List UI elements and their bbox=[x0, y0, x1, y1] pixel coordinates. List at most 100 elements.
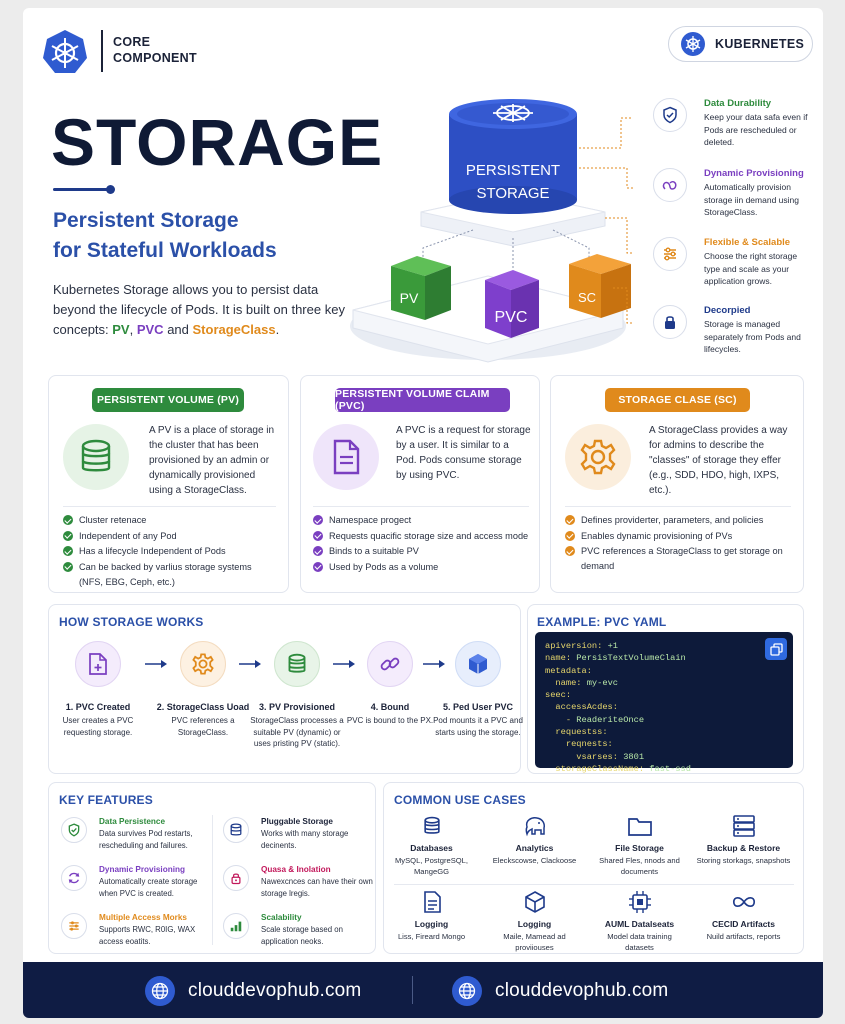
key-feature-desc: Scale storage based on application neoks… bbox=[261, 925, 343, 946]
key-features-panel: KEY FEATURES Data Persistence Data survi… bbox=[48, 782, 376, 954]
footer-url-left[interactable]: clouddevophub.com bbox=[188, 980, 362, 1001]
step-3: 3. PV Provisioned StorageClass processes… bbox=[247, 641, 347, 750]
use-case-desc: MySQL, PostgreSQL, MangeGG bbox=[394, 856, 468, 876]
list-item: Can be backed by varlius storage systems… bbox=[63, 560, 278, 590]
key-feature-title: Multiple Access Morks bbox=[99, 913, 187, 922]
side-feature-flexible-scalable: Flexible & Scalable Choose the right sto… bbox=[653, 237, 813, 297]
arrow-right-icon bbox=[145, 660, 167, 668]
use-case-desc: Eleckscowse, Clackoose bbox=[492, 856, 577, 865]
use-case-desc: Liss, Fireard Mongo bbox=[397, 932, 466, 941]
list-item: PVC references a StorageClass to get sto… bbox=[565, 544, 797, 574]
kubernetes-badge: KUBERNETES bbox=[668, 26, 813, 62]
code-line: seec: bbox=[545, 690, 572, 701]
elephant-icon bbox=[522, 813, 548, 839]
use-cases-divider bbox=[394, 884, 794, 885]
server-icon bbox=[731, 813, 757, 839]
list-item: Independent of any Pod bbox=[63, 529, 278, 544]
key-feature-title: Dynamic Provisioning bbox=[99, 865, 185, 874]
list-item: Used by Pods as a volume bbox=[313, 560, 533, 575]
infographic-page: CORE COMPONENT KUBERNETES STORAGE Persis… bbox=[23, 8, 823, 1018]
key-feature-title: Pluggable Storage bbox=[261, 817, 333, 826]
lock-icon bbox=[653, 305, 687, 339]
copy-icon bbox=[769, 642, 783, 656]
header-divider bbox=[101, 30, 103, 72]
shield-check-icon bbox=[61, 817, 87, 843]
pv-card-description: A PV is a place of storage in the cluste… bbox=[149, 425, 275, 496]
code-line: metadata: bbox=[545, 665, 592, 676]
use-case-desc: Maile, Mamead ad proviiouses bbox=[503, 932, 566, 952]
core-component-label: CORE COMPONENT bbox=[113, 35, 197, 65]
sliders-icon bbox=[653, 237, 687, 271]
pvc-card-divider bbox=[313, 506, 529, 507]
side-feature-desc: Automatically provision storage iin dema… bbox=[704, 182, 799, 217]
cube-icon bbox=[455, 641, 501, 687]
arrow-right-icon bbox=[333, 660, 355, 668]
code-line: vsarses: 3801 bbox=[545, 751, 645, 762]
database-icon bbox=[274, 641, 320, 687]
gear-icon bbox=[565, 424, 631, 490]
folder-icon bbox=[627, 813, 653, 839]
common-use-cases-panel: COMMON USE CASES Databases MySQL, Postgr… bbox=[383, 782, 804, 954]
step-5: 5. Ped User PVC Pod mounts it a PVC and … bbox=[428, 641, 528, 738]
storage-hero-illustration: PERSISTENT STORAGE PV PVC bbox=[343, 88, 633, 368]
key-feature-desc: Supports RWC, R0IG, WAX access eoatits. bbox=[99, 925, 196, 946]
link-icon bbox=[367, 641, 413, 687]
step-title: 4. Bound bbox=[370, 702, 410, 712]
code-line: storageClassName: fast-ssd bbox=[545, 763, 691, 774]
key-feature-item: Dynamic Provisioning Automatically creat… bbox=[61, 865, 211, 905]
key-feature-title: Data Persistence bbox=[99, 817, 165, 826]
pv-card: PERSISTENT VOLUME (PV) A PV is a place o… bbox=[48, 375, 289, 593]
pv-card-label: PERSISTENT VOLUME (PV) bbox=[92, 388, 244, 412]
key-feature-item: Multiple Access Morks Supports RWC, R0IG… bbox=[61, 913, 211, 953]
key-feature-item: Data Persistence Data survives Pod resta… bbox=[61, 817, 211, 857]
copy-code-button[interactable] bbox=[765, 638, 787, 660]
step-1: 1. PVC Created User creates a PVC reques… bbox=[48, 641, 148, 738]
side-feature-title: Flexible & Scalable bbox=[704, 237, 791, 248]
use-case-item: Analytics Eleckscowse, Clackoose bbox=[487, 813, 582, 866]
list-item: Namespace progect bbox=[313, 513, 533, 528]
footer-url-right[interactable]: clouddevophub.com bbox=[495, 980, 669, 1001]
sc-card-list: Defines providerter, parameters, and pol… bbox=[565, 513, 797, 575]
list-item: Defines providerter, parameters, and pol… bbox=[565, 513, 797, 528]
use-case-item: Logging Maile, Mamead ad proviiouses bbox=[487, 889, 582, 953]
key-features-divider bbox=[212, 815, 213, 945]
use-case-item: Databases MySQL, PostgreSQL, MangeGG bbox=[384, 813, 479, 877]
globe-icon bbox=[145, 976, 175, 1006]
shield-check-icon bbox=[653, 98, 687, 132]
document-icon bbox=[313, 424, 379, 490]
database-icon bbox=[63, 424, 129, 490]
side-feature-desc: Choose the right storage type and scale … bbox=[704, 251, 798, 286]
page-subtitle: Persistent Storage for Stateful Workload… bbox=[53, 209, 277, 262]
code-line: reqnests: bbox=[545, 739, 613, 750]
cube-sc-label: SC bbox=[578, 290, 596, 305]
key-features-title: KEY FEATURES bbox=[59, 793, 153, 807]
step-desc: StorageClass processes a suitable PV (dy… bbox=[250, 716, 344, 748]
sc-card: STORAGE CLASE (SC) A StorageClass provid… bbox=[550, 375, 804, 593]
side-feature-desc: Keep your data safa even if Pods are res… bbox=[704, 112, 808, 147]
step-4: 4. Bound PVC is bound to the PX. bbox=[340, 641, 440, 727]
sc-card-description: A StorageClass provides a way for admins… bbox=[649, 425, 788, 496]
step-title: 3. PV Provisioned bbox=[258, 702, 336, 712]
side-feature-decoupled: Decorpied Storage is managed separately … bbox=[653, 305, 813, 365]
list-item: Requests quacific storage size and acces… bbox=[313, 529, 533, 544]
use-case-title: Logging bbox=[414, 919, 449, 929]
code-line: accessAcdes: bbox=[545, 702, 618, 713]
title-underline bbox=[53, 188, 111, 191]
use-case-title: Databases bbox=[410, 843, 453, 853]
footer-bar: clouddevophub.com clouddevophub.com bbox=[23, 962, 823, 1018]
use-case-item: File Storage Shared Fles, nnods and docu… bbox=[592, 813, 687, 877]
globe-icon bbox=[452, 976, 482, 1006]
document-icon bbox=[419, 889, 445, 915]
use-case-item: Logging Liss, Fireard Mongo bbox=[384, 889, 479, 942]
step-title: 5. Ped User PVC bbox=[442, 702, 514, 712]
side-feature-desc: Storage is managed separately from Pods … bbox=[704, 319, 801, 354]
chip-icon bbox=[627, 889, 653, 915]
key-feature-item: Pluggable Storage Works with many storag… bbox=[223, 817, 373, 857]
sc-card-label: STORAGE CLASE (SC) bbox=[605, 388, 750, 412]
use-case-desc: Model data training datasets bbox=[607, 932, 672, 952]
database-icon bbox=[223, 817, 249, 843]
side-feature-title: Dynamic Provisioning bbox=[704, 168, 804, 179]
step-desc: Pod mounts it a PVC and starts using the… bbox=[433, 716, 523, 737]
footer-divider bbox=[412, 976, 413, 1004]
arrow-right-icon bbox=[423, 660, 445, 668]
